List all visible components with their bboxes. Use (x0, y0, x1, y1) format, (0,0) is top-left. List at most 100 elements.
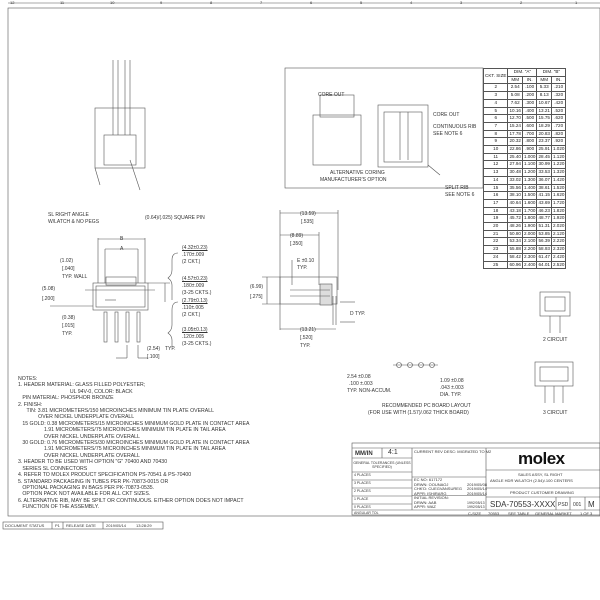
dim-wall-typ: TYP. WALL (62, 274, 88, 280)
pcb-pitch-in: .100 ±.003 (349, 381, 373, 387)
core-out-label: CORE OUT (433, 112, 460, 118)
table-cell: 61.47 (536, 252, 552, 262)
initial-drawn-by: DRWN: AAB (414, 499, 437, 505)
table-cell: .500 (521, 114, 538, 123)
units: MM/IN (355, 451, 373, 457)
square-pin-label: (0.64)/(.025) SQUARE PIN (145, 215, 205, 221)
table-cell: 1.300 (521, 175, 538, 185)
note-line: OVER NICKEL UNDERPLATE OVERALL (18, 414, 135, 421)
note-line: 4. REFER TO MOLEX PRODUCT SPECIFICATION … (18, 472, 192, 479)
table-cell: 10.16 (507, 106, 523, 116)
alt-coring-label: MANUFACTURER'S OPTION (320, 177, 387, 183)
table-cell: 28.45 (536, 152, 552, 162)
doc-status-label: DOCUMENT STATUS (5, 523, 45, 528)
table-cell: 23.37 (536, 137, 552, 147)
zone-8: 8 (210, 0, 213, 5)
table-cell: 30.99 (536, 160, 552, 170)
table-cell: 1.200 (521, 168, 538, 177)
release-date-label: RELEASE DATE (66, 523, 96, 528)
note-line: 1.91 MICROMETERS/75 MICROINCHES MINIMUM … (18, 427, 226, 434)
notes-block: NOTES:1. HEADER MATERIAL: GLASS FILLED P… (18, 376, 249, 511)
table-cell: 1.120 (550, 152, 567, 162)
material: SEE TABLE (508, 511, 530, 516)
sub-mm: MM (536, 75, 552, 85)
zone-12: 12 (10, 0, 15, 5)
table-cell: 1.900 (521, 222, 538, 231)
zone-5: 5 (360, 0, 363, 5)
col-dim-a: DIM. "A" (507, 68, 538, 77)
doc-type: PRODUCT CUSTOMER DRAWING (510, 490, 574, 495)
note-line: 15 GOLD: 0.38 MICROMETERS/15 MICROINCHES… (18, 420, 250, 427)
table-cell: 14 (482, 175, 509, 185)
table-cell: 43.18 (507, 206, 523, 216)
table-cell: 5.33 (536, 83, 552, 93)
table-cell: 5 (482, 106, 509, 116)
dim-width-mm: (13.59) (300, 211, 316, 217)
release-time: 13:28:29 (136, 523, 152, 528)
table-cell: 2.400 (521, 260, 538, 270)
pcb-hole-in: .043 ±.003 (440, 385, 464, 391)
note-line: OVER NICKEL UNDERPLATE OVERALL (18, 433, 140, 440)
table-cell: 25.40 (507, 152, 523, 162)
table-cell: 38.61 (536, 183, 552, 193)
note-line: OPTIONAL PACKAGING IN BAGS PER PK-70873-… (18, 484, 155, 491)
tol-angular: ANGULAR TOL (354, 511, 379, 515)
table-cell: 56.39 (536, 237, 552, 247)
table-cell: 18 (482, 206, 509, 216)
approved-by: APPR: ISHIRARG (414, 490, 447, 496)
note-line: 3. HEADER TO BE USED WITH OPTION "G" 704… (18, 459, 168, 466)
current-rev: CURRENT REV DESC: MIGRATED TO M2 (414, 449, 492, 454)
note-line: 6. ALTERNATIVE RIB, MAY BE SPILT OR CONT… (18, 497, 244, 504)
dim-wall-mm: (1.02) (60, 258, 74, 264)
approved-date: 2019/05/14 (467, 490, 488, 496)
note-line: OPTION PACK NOT AVAILABLE FOR ALL CKT SI… (18, 491, 151, 498)
pcb-pitch-note: TYP. NON-ACCUM. (347, 388, 392, 394)
three-circuit-label: 3 CIRCUIT (543, 410, 568, 416)
sub-in: IN. (521, 75, 538, 85)
tol-3-places: 3 PLACES (354, 481, 371, 485)
table-cell: 1.100 (521, 160, 538, 170)
table-cell: 22.86 (507, 145, 523, 154)
table-cell: 48.26 (507, 222, 523, 231)
col-dim-b: DIM. "B" (536, 68, 567, 77)
table-cell: 38.10 (507, 191, 523, 200)
drawing-frame (7, 7, 600, 517)
see-note-label: SEE NOTE 6 (433, 131, 463, 137)
table-cell: 13.21 (536, 106, 552, 116)
table-cell: 2.220 (550, 237, 567, 247)
table-cell: 15.24 (507, 121, 523, 131)
dim-d-typ: D TYP. (350, 311, 366, 317)
dim-length-typ: TYP. (300, 343, 311, 349)
core-out-label: CORE OUT (318, 92, 345, 98)
table-cell: 2.520 (550, 260, 567, 270)
dim-height-3ckt: (4.57±0.23) (182, 276, 208, 282)
table-cell: 8.13 (536, 91, 552, 100)
table-cell: .900 (521, 145, 538, 154)
table-cell: 15 (482, 183, 509, 193)
table-cell: 53.34 (507, 237, 523, 247)
sl-right-angle-label: W/LATCH & NO PEGS (48, 219, 100, 225)
zone-6: 6 (310, 0, 313, 5)
table-cell: 2.320 (550, 245, 567, 254)
drawn-by: DRWN: OOUNAOJ (414, 481, 449, 487)
note-line: FUNCTION OF THE ASSEMBLY. (18, 504, 99, 511)
table-cell: .300 (521, 98, 538, 108)
zone-1: 1 (575, 0, 578, 5)
table-cell: .320 (550, 91, 567, 100)
table-cell: 12.70 (507, 114, 523, 123)
dim-offset-3ckt-in: .120±.005 (182, 334, 205, 340)
sheet-number: 1 OF 3 (580, 511, 593, 516)
table-cell: 1.820 (550, 206, 567, 216)
split-rib-label: SPLIT RIB (445, 185, 469, 191)
table-cell: .100 (521, 83, 538, 93)
